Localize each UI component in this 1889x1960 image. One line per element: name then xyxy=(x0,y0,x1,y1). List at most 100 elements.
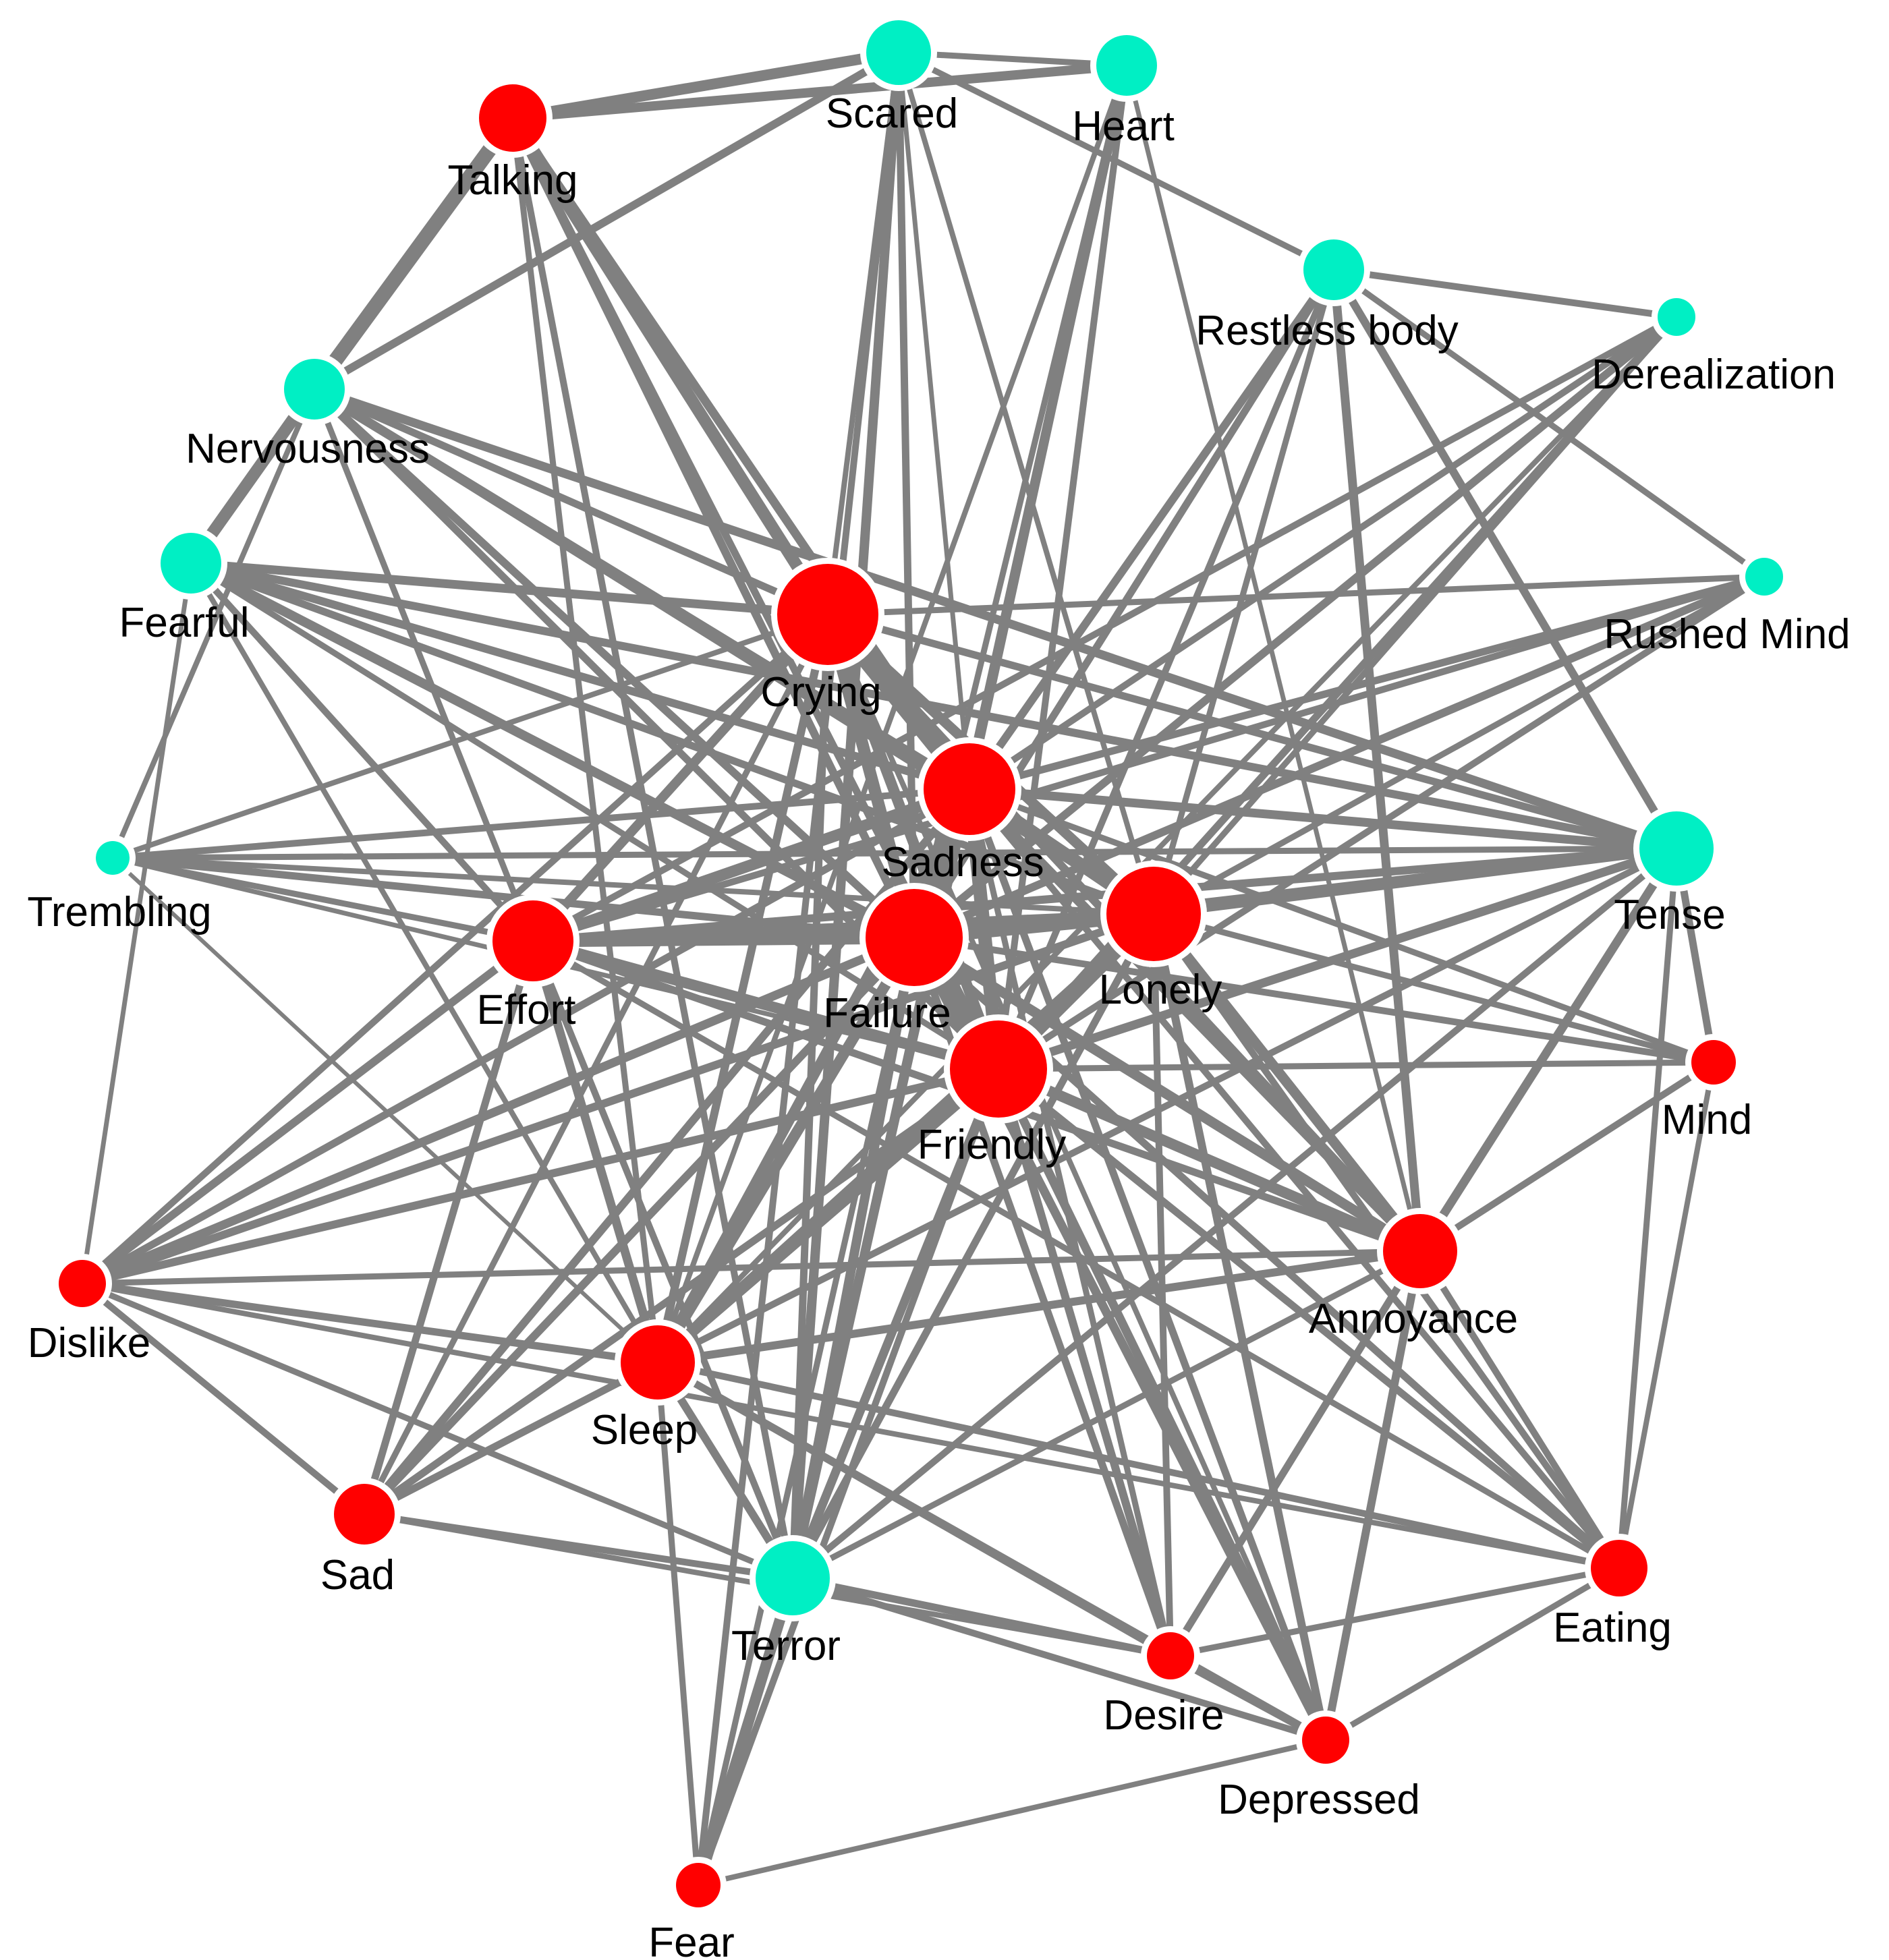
graph-edge xyxy=(361,934,918,1518)
graph-edge xyxy=(965,786,1424,1255)
graph-edge xyxy=(312,385,830,618)
graph-node-effort[interactable] xyxy=(492,900,573,981)
graph-edge xyxy=(788,936,919,1580)
graph-edge xyxy=(82,1248,1421,1287)
graph-node-failure[interactable] xyxy=(866,889,963,986)
graph-edge xyxy=(790,846,1679,1581)
graph-node-fearful[interactable] xyxy=(161,533,221,594)
graph-edge xyxy=(998,1059,1714,1072)
graph-node-sad[interactable] xyxy=(334,1484,395,1545)
graph-edge xyxy=(512,61,1127,123)
graph-edge xyxy=(1333,266,1677,320)
graph-edge xyxy=(965,788,1330,1741)
graph-edge xyxy=(1616,1062,1716,1569)
graph-edge xyxy=(1124,65,1423,1252)
graph-edge xyxy=(530,940,796,1580)
graph-edge xyxy=(654,613,832,1364)
graph-edge xyxy=(110,388,317,859)
graph-edge xyxy=(1152,574,1766,917)
graph-edge xyxy=(312,384,1679,853)
graph-node-annoyance[interactable] xyxy=(1383,1214,1457,1288)
graph-edge xyxy=(1170,1565,1620,1659)
graph-edge xyxy=(531,935,1000,1074)
graph-node-heart[interactable] xyxy=(1096,35,1157,96)
graph-edge xyxy=(996,1066,1622,1572)
graph-node-eating[interactable] xyxy=(1591,1540,1647,1596)
graph-edge xyxy=(791,1248,1422,1581)
graph-edge xyxy=(1152,911,1715,1066)
graph-node-derealization[interactable] xyxy=(1658,298,1695,336)
graph-edge xyxy=(80,938,536,1287)
graph-node-mind[interactable] xyxy=(1691,1040,1736,1085)
graph-edge xyxy=(825,613,1328,1741)
graph-edge xyxy=(112,845,1677,861)
graph-node-rushed_mind[interactable] xyxy=(1745,558,1783,596)
graph-node-dislike[interactable] xyxy=(59,1260,106,1307)
graph-edge xyxy=(81,1065,1000,1288)
graph-edge xyxy=(1324,1565,1621,1743)
graph-edge xyxy=(360,940,537,1516)
graph-edge xyxy=(791,1574,1172,1660)
graph-node-tense[interactable] xyxy=(1639,811,1714,886)
graph-edge xyxy=(1150,913,1330,1741)
graph-edge xyxy=(529,611,832,944)
graph-edge xyxy=(190,559,971,793)
graph-edge xyxy=(188,558,917,942)
graph-edge xyxy=(994,1068,1175,1657)
graph-edge xyxy=(1167,1249,1423,1658)
graph-edge xyxy=(80,563,194,1284)
graph-edge xyxy=(996,844,1679,1074)
graph-edge xyxy=(1322,1250,1424,1741)
graph-edge xyxy=(81,1280,794,1582)
graph-edge xyxy=(655,64,1129,1364)
graph-edge xyxy=(80,786,971,1287)
graph-edge xyxy=(111,612,829,861)
graph-edge xyxy=(112,786,970,861)
graph-edge xyxy=(826,610,1678,853)
graph-edge xyxy=(969,784,1677,853)
graph-edge xyxy=(531,783,971,947)
graph-edge xyxy=(111,856,660,1364)
graph-node-lonely[interactable] xyxy=(1106,867,1201,961)
graph-node-terror[interactable] xyxy=(756,1541,830,1615)
graph-edge xyxy=(1418,1059,1716,1255)
graph-node-friendly[interactable] xyxy=(950,1020,1047,1118)
graph-node-sadness[interactable] xyxy=(924,743,1015,835)
graph-node-nervousness[interactable] xyxy=(284,359,345,420)
graph-edge xyxy=(827,573,1765,618)
graph-node-depressed[interactable] xyxy=(1302,1717,1349,1764)
graph-node-trembling[interactable] xyxy=(96,841,130,875)
graph-edge xyxy=(698,1737,1326,1888)
graph-edge xyxy=(693,1576,798,1887)
graph-edge xyxy=(695,1068,1002,1886)
graph-node-restless_body[interactable] xyxy=(1303,239,1364,300)
graph-edge xyxy=(654,1362,702,1886)
graph-edge xyxy=(509,117,796,1579)
graph-edge xyxy=(654,1065,1002,1366)
graph-edge xyxy=(791,1575,1327,1743)
node-layer xyxy=(53,14,1789,1913)
graph-edge xyxy=(996,1064,1423,1257)
graph-node-sleep[interactable] xyxy=(621,1325,695,1400)
graph-node-fear[interactable] xyxy=(676,1863,721,1907)
graph-node-scared[interactable] xyxy=(866,20,931,85)
graph-edge xyxy=(656,845,1679,1366)
graph-edge xyxy=(308,113,519,394)
graph-edge xyxy=(895,52,918,938)
graph-edge xyxy=(80,612,830,1286)
graph-edge xyxy=(1417,1249,1623,1570)
graph-edge xyxy=(1330,267,1681,851)
graph-edge xyxy=(82,1281,1620,1571)
graph-edge xyxy=(312,49,901,393)
graph-edge xyxy=(657,1247,1421,1366)
graph-edge xyxy=(190,558,828,619)
graph-edge xyxy=(968,573,1766,793)
graph-edge xyxy=(1150,911,1424,1255)
graph-edge xyxy=(788,52,903,1579)
graph-node-desire[interactable] xyxy=(1147,1632,1194,1679)
graph-node-crying[interactable] xyxy=(777,564,878,665)
graph-edge xyxy=(994,1067,1330,1742)
graph-node-talking[interactable] xyxy=(479,84,546,152)
